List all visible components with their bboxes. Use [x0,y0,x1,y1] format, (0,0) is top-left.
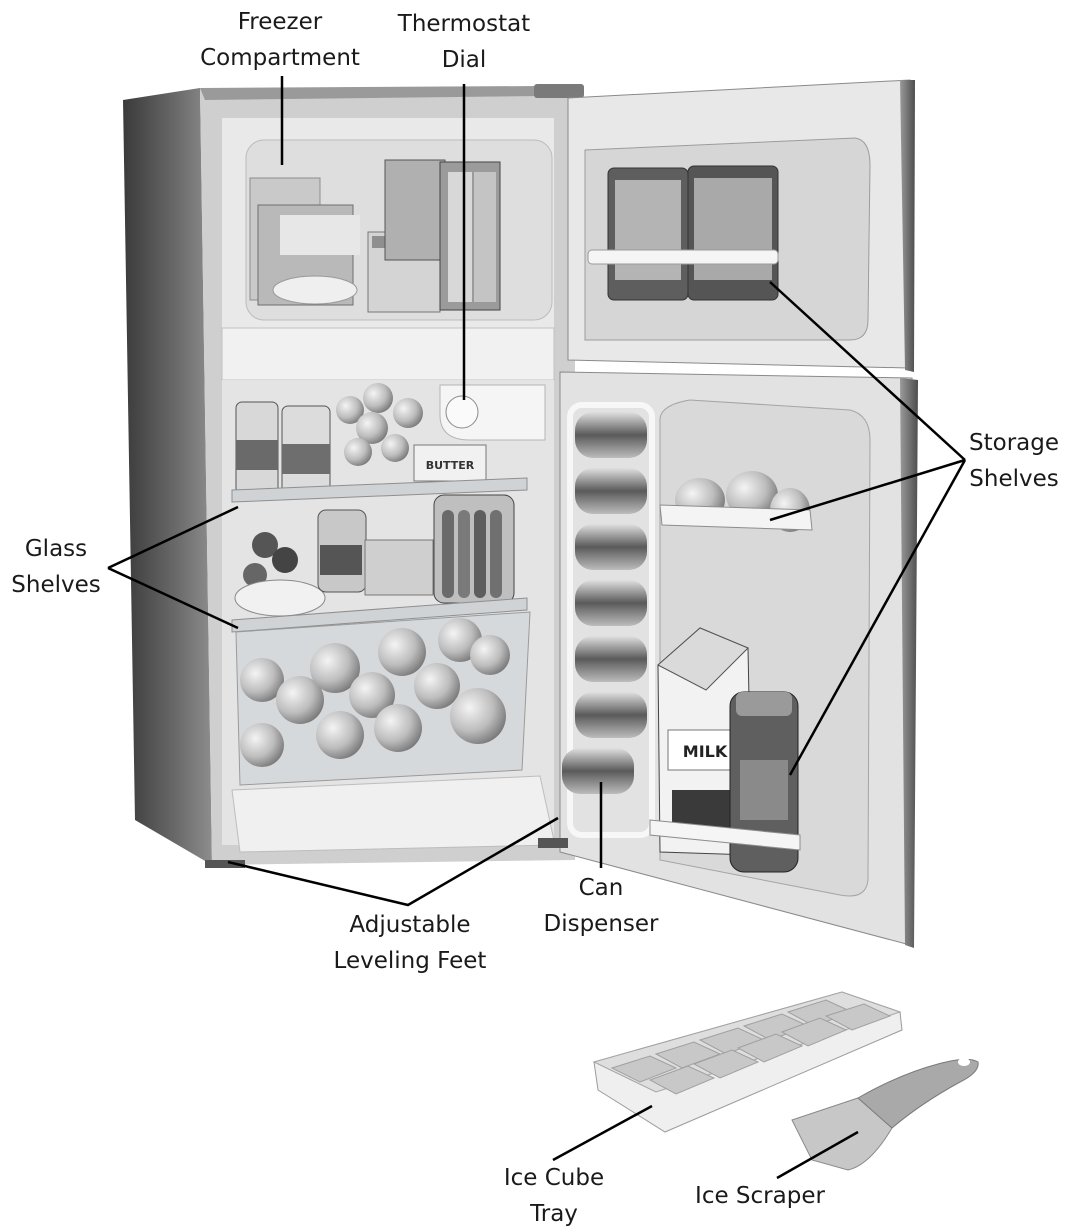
leader-ice-cube-tray [552,1104,653,1162]
leveling-foot-door [538,838,568,848]
ice-cube-tray [592,991,903,1133]
freezer-door-shelf [587,249,779,265]
label-line: Shelves [11,572,101,598]
freezer-interior [222,118,554,328]
label-line: Storage [969,430,1059,456]
label-storage-shelves: Storage Shelves [954,425,1071,497]
label-line: Dispenser [543,911,659,937]
label-freezer-compartment: Freezer Compartment [180,4,380,76]
label-adjustable-leveling-feet: Adjustable Leveling Feet [316,907,504,979]
butter-box [413,444,487,482]
label-line: Dial [441,47,487,73]
label-line: Can [578,875,624,901]
fridge-door: MILK [559,371,918,948]
leader-glass-shelves-middle [107,566,239,630]
door-storage-shelf-lower [649,819,801,851]
leader-ice-scraper [776,1130,859,1180]
leader-storage-shelves-middle [769,458,966,522]
label-ice-scraper: Ice Scraper [680,1178,840,1214]
leader-adjustable-leveling-feet [227,816,559,907]
leader-glass-shelves-top [107,505,239,570]
milk-label: MILK [683,742,728,761]
label-line: Leveling Feet [333,948,487,974]
butter-label: BUTTER [426,459,475,472]
label-line: Shelves [969,466,1059,492]
label-line: Ice Scraper [695,1183,825,1209]
leader-lines [107,76,967,1180]
can-dispenser-rack [567,402,655,838]
thermostat-dial-knob [445,395,479,429]
ice-scraper [791,1058,979,1171]
label-line: Glass [24,536,88,562]
label-line: Compartment [200,45,360,71]
door-storage-shelf-upper [659,504,813,531]
label-line: Tray [530,1201,578,1227]
leader-storage-shelves-lower [788,459,967,776]
door-hinge [534,84,584,98]
compartment-divider [221,327,555,381]
freezer-door [567,79,915,372]
label-line: Freezer [237,9,323,35]
fresh-food-interior: BUTTER [222,380,556,853]
ice-scraper-hole [958,1058,970,1066]
label-thermostat-dial: Thermostat Dial [376,6,552,78]
glass-shelf-top [231,477,528,503]
leader-storage-shelves-upper [769,281,966,461]
label-glass-shelves: Glass Shelves [0,531,112,603]
cans [562,412,647,794]
leveling-foot-front [205,860,245,868]
label-ice-cube-tray: Ice Cube Tray [484,1160,624,1232]
label-line: Thermostat [397,11,531,37]
label-line: Adjustable [349,912,471,938]
label-can-dispenser: Can Dispenser [528,870,674,942]
label-line: Ice Cube [503,1165,605,1191]
glass-shelf-middle [231,597,528,633]
